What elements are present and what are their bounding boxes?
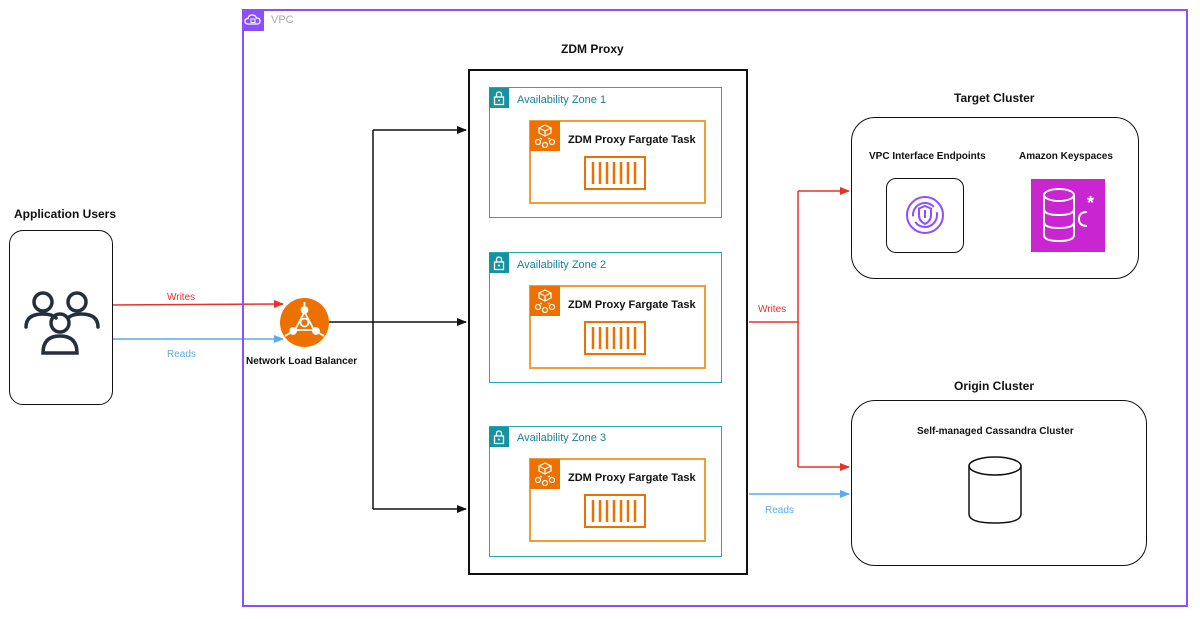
users-title: Application Users [14,207,117,221]
proxy-reads-label: Reads [765,505,794,516]
users-icon [24,291,100,355]
fargate-icon [530,121,560,151]
nlb-node [280,298,329,347]
keyspaces-icon: * [1043,188,1094,243]
amazon-keyspaces-node: * [1031,179,1105,252]
users-box [9,230,113,405]
vpc-label: VPC [271,14,294,26]
container-icon [584,494,646,528]
target-cluster-title: Target Cluster [954,91,1035,105]
users-writes-arrow [112,300,284,309]
load-balancer-icon [284,302,325,337]
nlb-label: Network Load Balancer [246,356,358,367]
vpc-endpoint-icon [906,196,944,234]
vpc-boundary [242,9,1188,607]
vpc-cloud-icon [242,9,264,31]
vpc-endpoint-node [886,178,964,253]
az-3-label: Availability Zone 3 [517,432,607,444]
origin-cluster-title: Origin Cluster [954,379,1035,393]
database-icon [968,456,1022,524]
proxy-title: ZDM Proxy [561,42,624,56]
fargate-icon [530,459,560,489]
lock-icon [489,427,509,447]
svg-text:*: * [1087,193,1094,213]
container-icon [584,156,646,190]
az-1-label: Availability Zone 1 [517,94,607,106]
az-2-label: Availability Zone 2 [517,259,607,271]
cassandra-cluster-label: Self-managed Cassandra Cluster [917,426,1074,437]
lock-icon [489,253,509,273]
keyspaces-label: Amazon Keyspaces [1019,151,1113,162]
proxy-writes-label: Writes [758,304,787,315]
vpc-endpoints-label: VPC Interface Endpoints [869,151,986,162]
fargate-task-2-label: ZDM Proxy Fargate Task [568,299,696,311]
fargate-icon [530,286,560,316]
fargate-task-3-label: ZDM Proxy Fargate Task [568,472,696,484]
users-writes-label: Writes [167,292,196,303]
container-icon [584,321,646,355]
lock-icon [489,88,509,108]
users-reads-label: Reads [167,349,196,360]
fargate-task-1-label: ZDM Proxy Fargate Task [568,134,696,146]
